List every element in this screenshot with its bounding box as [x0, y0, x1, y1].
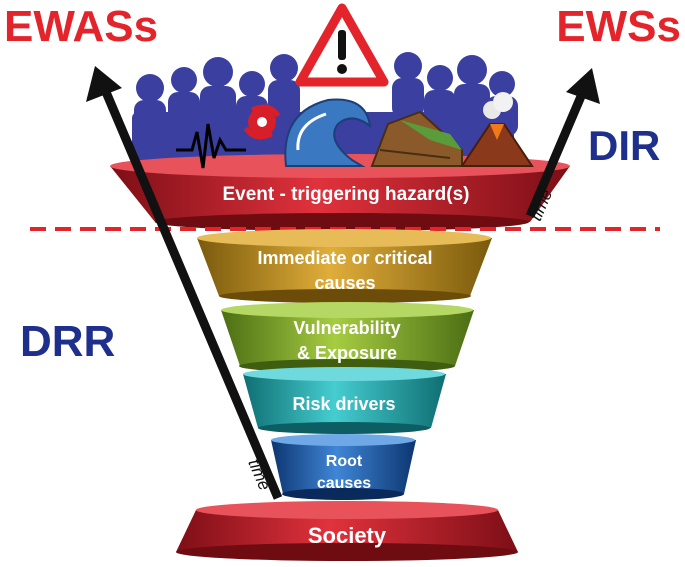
label-drr: DRR — [20, 317, 115, 366]
tsunami-wave-icon — [284, 98, 372, 167]
level-society — [176, 501, 518, 561]
warning-icon — [295, 3, 389, 87]
level-label-event: Event - triggering hazard(s) — [222, 184, 469, 205]
level-immediate-causes — [197, 229, 492, 303]
level-label-vulnerability-line1: Vulnerability — [293, 318, 400, 338]
level-label-risk-drivers: Risk drivers — [292, 394, 395, 414]
right-time-arrow — [525, 68, 600, 218]
level-risk-drivers — [243, 367, 446, 434]
label-dir: DIR — [588, 122, 660, 169]
level-label-society: Society — [308, 523, 387, 548]
landslide-icon — [370, 110, 463, 167]
left-time-label: time — [244, 456, 274, 493]
left-time-arrow — [86, 66, 283, 500]
level-label-immediate-line1: Immediate or critical — [257, 248, 432, 268]
label-ewss: EWSs — [556, 2, 681, 51]
cyclone-icon — [243, 104, 281, 140]
label-ewass: EWASs — [4, 2, 158, 51]
level-label-root-line1: Root — [326, 453, 363, 470]
seismogram-icon — [176, 123, 246, 169]
level-label-immediate-line2: causes — [314, 273, 375, 293]
level-label-root-line2: causes — [317, 475, 371, 492]
level-vulnerability-exposure — [221, 302, 474, 373]
level-root-causes — [271, 434, 416, 500]
volcano-icon — [460, 92, 534, 167]
level-label-vulnerability-line2: & Exposure — [297, 343, 397, 363]
